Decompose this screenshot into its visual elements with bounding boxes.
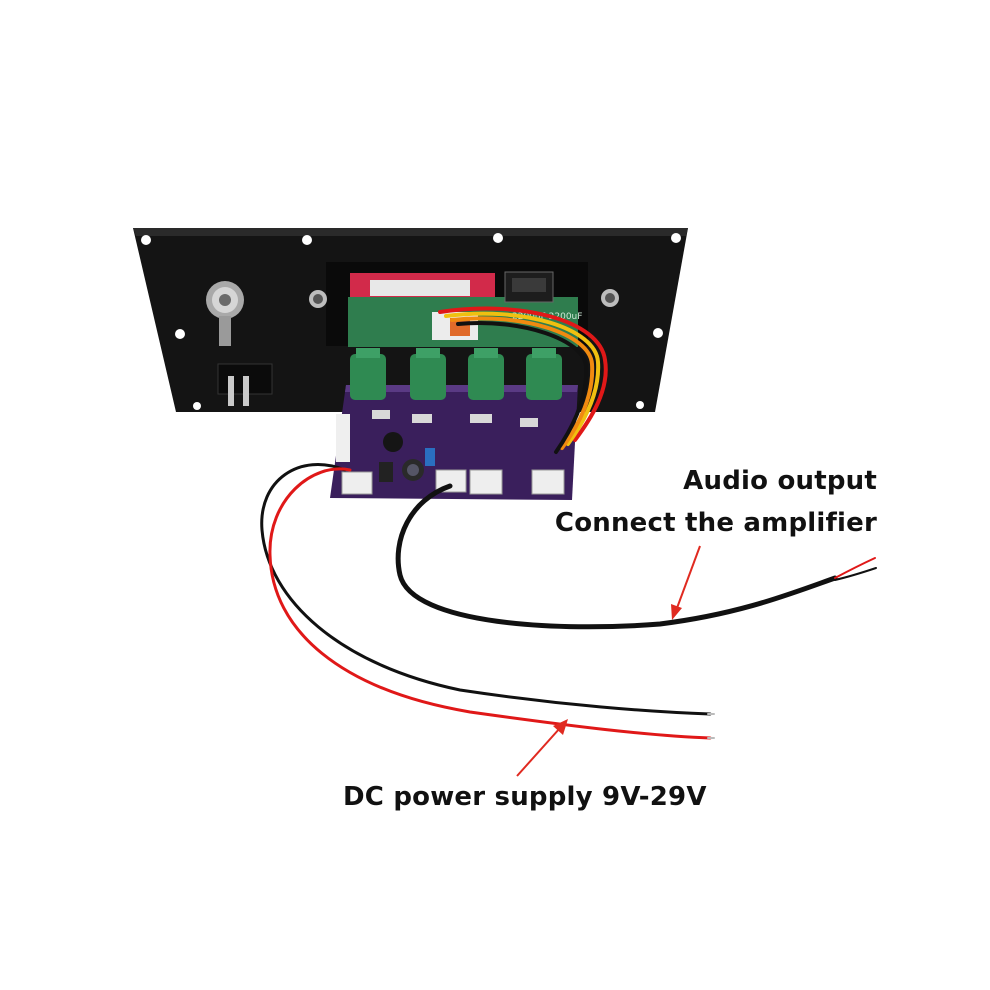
mounting-hole — [493, 233, 503, 243]
audio-output-label: Audio output — [683, 466, 877, 496]
connector — [531, 469, 565, 495]
mounting-hole — [141, 235, 151, 245]
ribbon-wires — [438, 306, 608, 454]
audio-output-cable — [395, 483, 877, 630]
mounting-hole — [175, 329, 185, 339]
mounting-hole — [653, 328, 663, 338]
arrow-audio-output — [671, 545, 701, 620]
arrow-dc-power — [516, 719, 568, 777]
connect-amplifier-label: Connect the amplifier — [554, 508, 877, 538]
green-components — [350, 348, 562, 400]
power-socket — [217, 363, 273, 406]
power-switch-knob — [206, 281, 244, 346]
mounting-hole — [302, 235, 312, 245]
display-module: 2200uF 2200uF — [309, 262, 619, 347]
connector — [469, 469, 503, 495]
mounting-hole — [671, 233, 681, 243]
amplifier-pcb — [330, 348, 578, 500]
connector — [341, 471, 373, 495]
mounting-hole — [636, 401, 644, 409]
mounting-hole — [193, 402, 201, 410]
dc-power-label: DC power supply 9V-29V — [343, 782, 707, 812]
dc-power-wires — [260, 463, 715, 740]
